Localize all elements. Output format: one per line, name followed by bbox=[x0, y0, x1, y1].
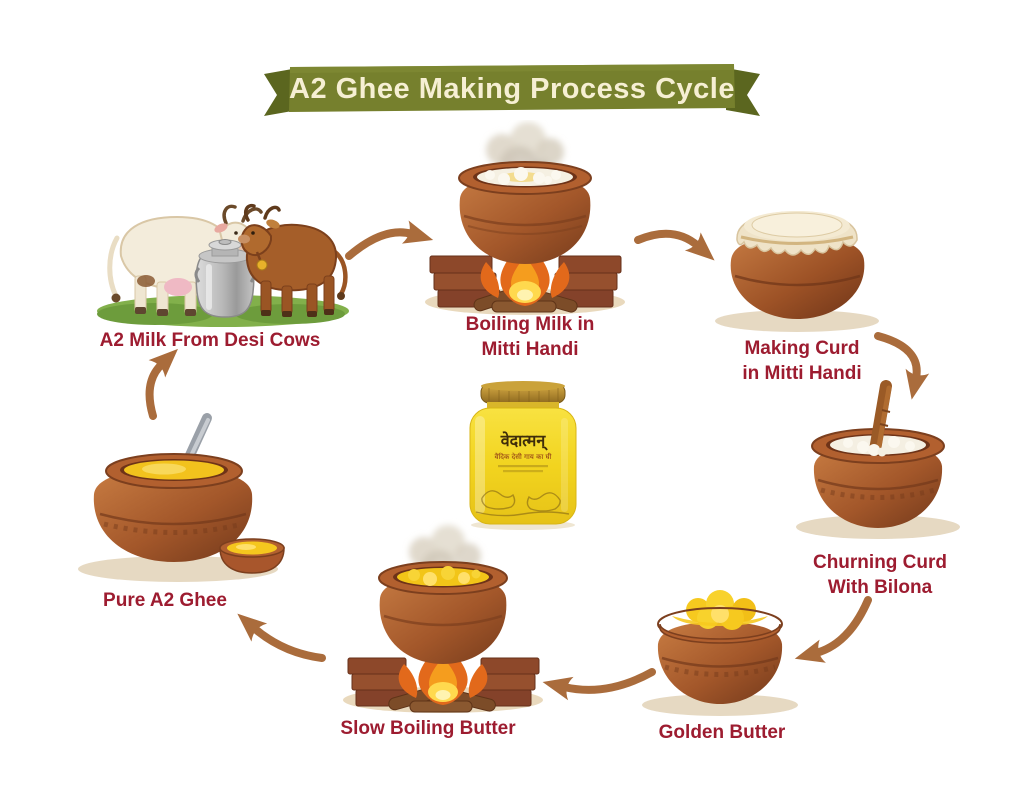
pure-ghee-pot-illustration bbox=[78, 413, 285, 582]
arrow-milk-to-boiling bbox=[345, 220, 434, 260]
arrow-boiling-to-curd bbox=[634, 229, 715, 261]
golden-butter-pot-illustration bbox=[642, 590, 798, 716]
ghee-jar-illustration: वेदात्मन् वैदिक देसी गाय का घी bbox=[469, 381, 577, 530]
label-a2-milk: A2 Milk From Desi Cows bbox=[99, 330, 321, 351]
fine-print-line bbox=[503, 470, 543, 473]
label-golden-butter: Golden Butter bbox=[658, 722, 786, 743]
arrow-butter-to-slowboil bbox=[542, 668, 656, 701]
churning-pot-illustration bbox=[796, 380, 960, 539]
label-boiling-milk: Boiling Milk in Mitti Handi bbox=[465, 314, 595, 361]
butter-heap bbox=[686, 590, 756, 630]
brown-desi-cow bbox=[238, 203, 348, 317]
boiling-milk-pot-illustration bbox=[425, 122, 625, 315]
bilona-churner-stick bbox=[868, 380, 892, 457]
arrow-ghee-to-milk bbox=[145, 348, 178, 420]
jar-subtitle-text: वैदिक देसी गाय का घी bbox=[495, 452, 552, 461]
clay-pot bbox=[458, 161, 592, 264]
small-ghee-bowl bbox=[219, 538, 285, 574]
curd-pot-illustration bbox=[715, 211, 879, 332]
cloth-cover bbox=[736, 211, 858, 256]
label-churning-curd: Churning Curd With Bilona bbox=[812, 552, 948, 599]
page-title: A2 Ghee Making Process Cycle bbox=[289, 72, 735, 105]
fine-print-line bbox=[498, 465, 548, 468]
ribbon-banner-shape bbox=[264, 64, 760, 116]
jar-cow-sketch bbox=[475, 490, 570, 517]
cows-with-milk-can-illustration bbox=[97, 203, 349, 327]
steel-milk-can bbox=[194, 239, 256, 318]
clay-pot bbox=[93, 453, 253, 562]
jar-lid bbox=[480, 381, 566, 404]
brick-stand bbox=[347, 657, 540, 707]
title-banner: A2 Ghee Making Process Cycle bbox=[262, 58, 762, 120]
label-making-curd: Making Curd in Mitti Handi bbox=[742, 338, 862, 385]
label-pure-ghee: Pure A2 Ghee bbox=[103, 590, 227, 611]
clay-pot bbox=[378, 561, 508, 664]
jar-brand-text: वेदात्मन् bbox=[500, 431, 548, 451]
arrow-churning-to-butter bbox=[794, 596, 872, 663]
label-slow-boiling: Slow Boiling Butter bbox=[340, 718, 516, 739]
arrow-slowboil-to-ghee bbox=[237, 613, 326, 662]
slow-boiling-butter-illustration bbox=[343, 525, 543, 713]
arrow-curd-to-churning bbox=[874, 332, 930, 400]
